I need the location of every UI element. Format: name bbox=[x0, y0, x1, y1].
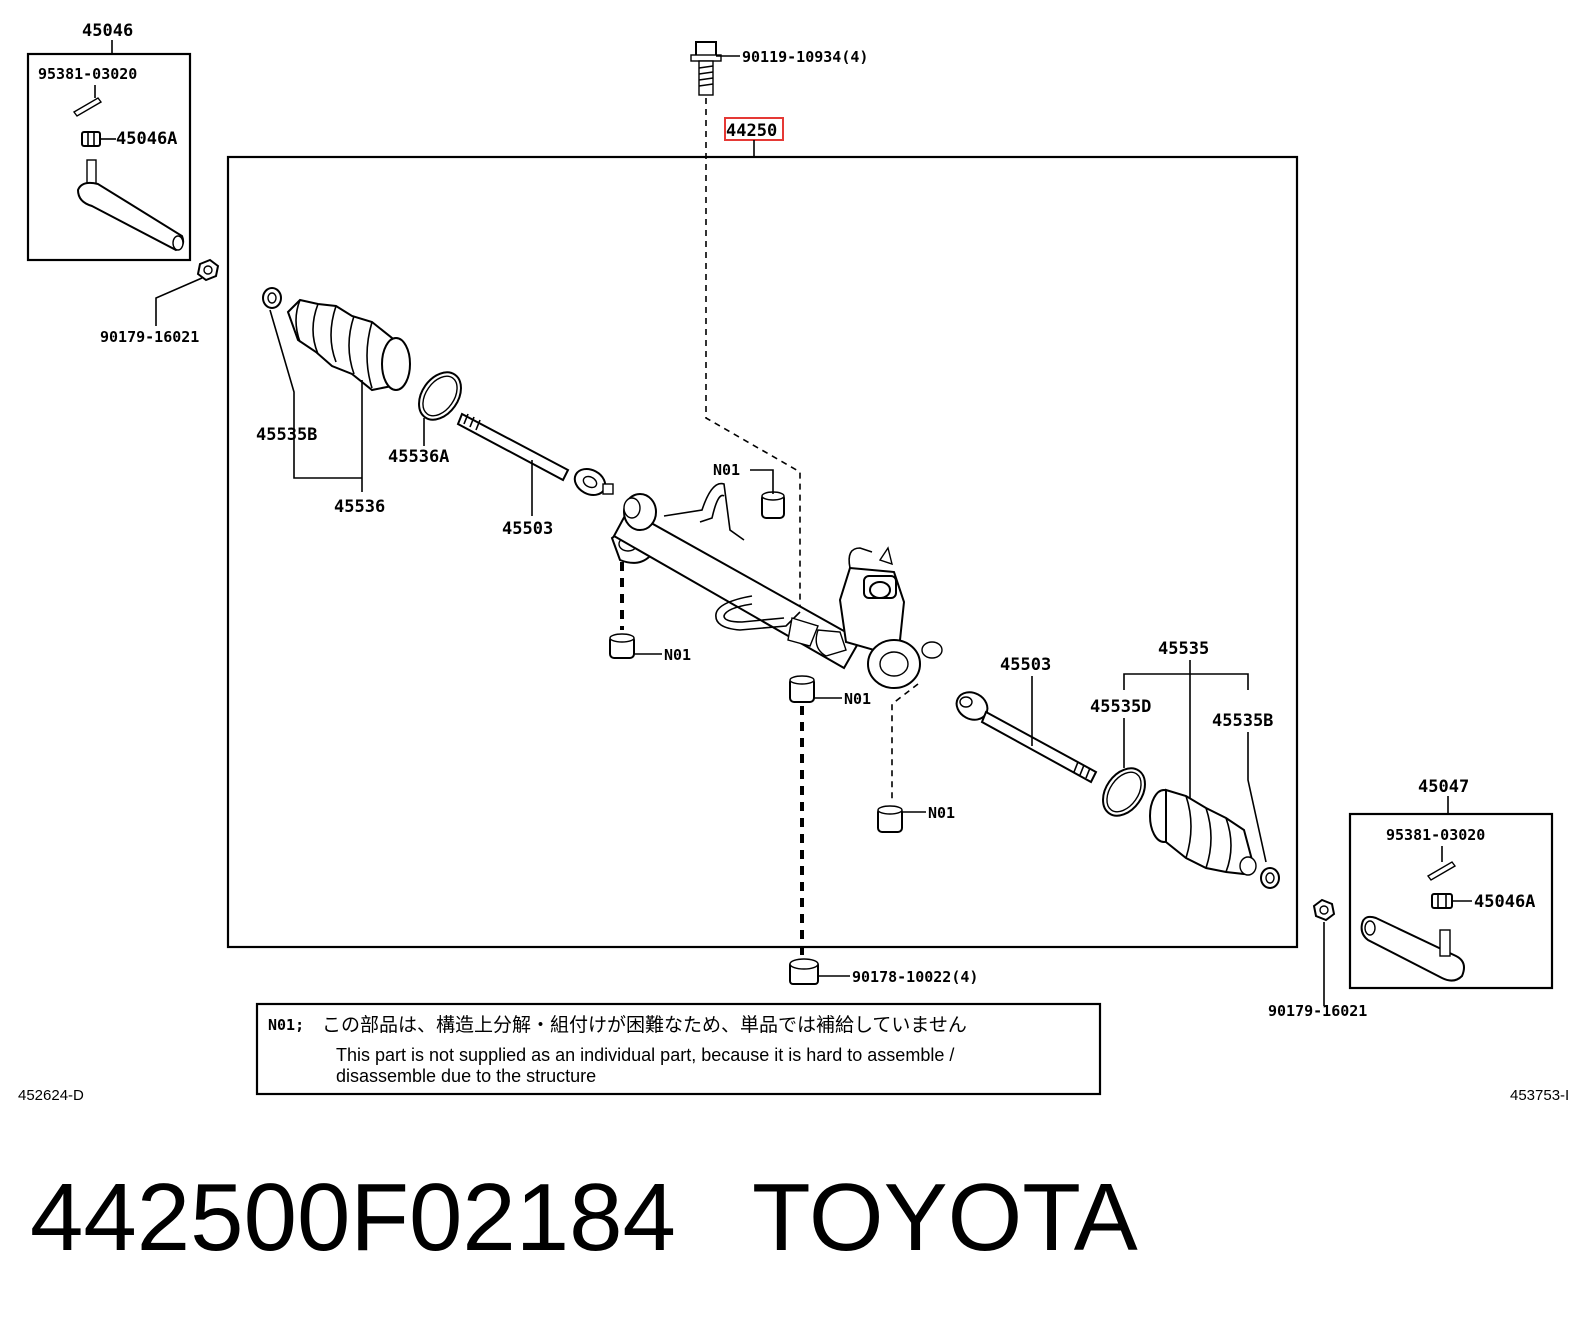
tie-rod-end-right-frame bbox=[1348, 812, 1554, 990]
tie-rod-end-left-label[interactable]: 45046 bbox=[82, 21, 133, 41]
rack-end-right-label[interactable]: 45503 bbox=[1000, 655, 1051, 675]
n01-left-bushing-icon bbox=[609, 633, 635, 659]
figure-id-right: 453753-I bbox=[1510, 1087, 1569, 1104]
flange-nut-icon bbox=[789, 958, 819, 985]
castle-nut-right-label[interactable]: 45046A bbox=[1474, 892, 1535, 912]
note-english-line2: disassemble due to the structure bbox=[336, 1066, 596, 1086]
n01-center-label[interactable]: N01 bbox=[844, 690, 871, 708]
tie-rod-end-right-label[interactable]: 45047 bbox=[1418, 777, 1469, 797]
tie-rod-end-left-icon bbox=[76, 159, 185, 252]
note-box bbox=[255, 1002, 1102, 1096]
n01-center-bushing-icon bbox=[789, 675, 815, 703]
n01-pipe-label[interactable]: N01 bbox=[713, 461, 740, 479]
cotter-pin-left-icon bbox=[72, 97, 103, 117]
boot-band-left-label[interactable]: 45536A bbox=[388, 447, 449, 467]
main-assembly-label[interactable]: 44250 bbox=[726, 121, 777, 141]
lock-nut-right-label[interactable]: 90179-16021 bbox=[1268, 1002, 1367, 1020]
cotter-pin-left-label[interactable]: 95381-03020 bbox=[38, 65, 137, 83]
cotter-pin-right-icon bbox=[1426, 861, 1457, 881]
nut-label[interactable]: 90178-10022(4) bbox=[852, 968, 978, 986]
bolt-label[interactable]: 90119-10934(4) bbox=[742, 48, 868, 66]
clip-left-icon bbox=[262, 287, 282, 309]
main-assembly-frame bbox=[226, 155, 1299, 949]
n01-pipe-bushing-icon bbox=[761, 491, 785, 519]
n01-left-label[interactable]: N01 bbox=[664, 646, 691, 664]
rack-end-left-label[interactable]: 45503 bbox=[502, 519, 553, 539]
steering-rack-housing-icon bbox=[610, 482, 943, 689]
castle-nut-left-icon bbox=[81, 131, 101, 147]
lock-nut-right-icon bbox=[1312, 898, 1336, 922]
tie-rod-end-right-icon bbox=[1360, 915, 1465, 982]
note-code: N01; bbox=[268, 1016, 304, 1034]
clip-left-label[interactable]: 45535B bbox=[256, 425, 317, 445]
clip-right-label[interactable]: 45535B bbox=[1212, 711, 1273, 731]
rack-end-right-icon bbox=[955, 691, 1098, 784]
boot-band-left-icon bbox=[418, 371, 462, 421]
note-japanese: この部品は、構造上分解・組付けが困難なため、単品では補給していません bbox=[322, 1014, 967, 1036]
n01-right-label[interactable]: N01 bbox=[928, 804, 955, 822]
brand-title: TOYOTA bbox=[752, 1164, 1138, 1271]
flange-bolt-icon bbox=[690, 41, 722, 96]
castle-nut-left-label[interactable]: 45046A bbox=[116, 129, 177, 149]
part-number-title: 442500F02184 bbox=[30, 1164, 676, 1271]
boot-band-right-icon bbox=[1102, 767, 1146, 817]
boot-right-group-label[interactable]: 45535 bbox=[1158, 639, 1209, 659]
boot-left-label[interactable]: 45536 bbox=[334, 497, 385, 517]
cotter-pin-right-label[interactable]: 95381-03020 bbox=[1386, 826, 1485, 844]
boot-band-right-label[interactable]: 45535D bbox=[1090, 697, 1151, 717]
note-english-line1: This part is not supplied as an individu… bbox=[336, 1045, 954, 1065]
tie-rod-end-left-frame bbox=[26, 52, 192, 262]
lock-nut-left-icon bbox=[196, 258, 220, 282]
bolt-dashed-path bbox=[705, 98, 801, 610]
lock-nut-left-label[interactable]: 90179-16021 bbox=[100, 328, 199, 346]
figure-id-left: 452624-D bbox=[18, 1087, 84, 1104]
n01-right-bushing-icon bbox=[877, 805, 903, 833]
rack-end-left-icon bbox=[456, 412, 614, 496]
boot-left-icon bbox=[286, 298, 411, 392]
n01-right-dash bbox=[891, 683, 919, 802]
clip-right-icon bbox=[1260, 867, 1280, 889]
boot-right-icon bbox=[1149, 788, 1257, 876]
castle-nut-right-icon bbox=[1431, 893, 1453, 909]
